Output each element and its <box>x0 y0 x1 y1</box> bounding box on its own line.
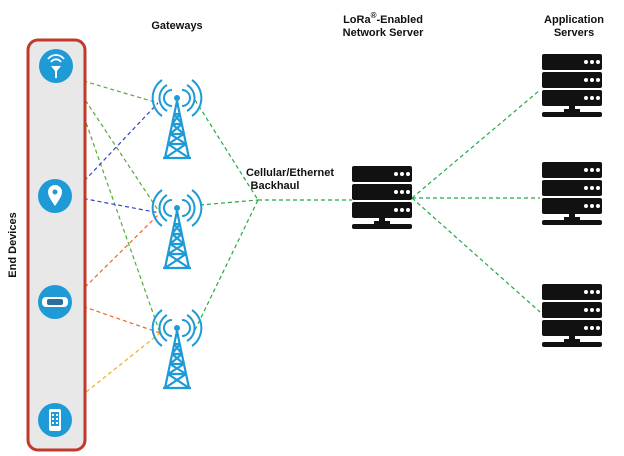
server-rack-icon <box>542 54 602 117</box>
sensor-icon <box>39 49 73 83</box>
link-gateway-2-backhaul <box>199 199 259 206</box>
server-rack-icon <box>352 166 412 229</box>
link-phone-gateway-3 <box>69 332 161 406</box>
app-servers-heading-line2: Servers <box>554 27 594 39</box>
network-server-heading-line1: LoRa®-Enabled <box>343 11 423 26</box>
link-sensor-gateway-2 <box>69 76 161 214</box>
cell-tower-icon <box>151 188 203 270</box>
end-devices-panel <box>26 38 87 452</box>
server-rack-icon <box>542 162 602 225</box>
cell-tower-icon <box>151 78 203 160</box>
server-rack-icon <box>542 284 602 347</box>
backhaul-label-line2: Backhaul <box>251 180 300 192</box>
mobile-phone-icon <box>38 403 72 437</box>
link-network-server-app-1 <box>411 89 541 199</box>
backhaul-label-line1: Cellular/Ethernet <box>246 167 334 179</box>
link-gateway-3-backhaul <box>194 199 259 331</box>
backhaul-links <box>194 89 541 331</box>
gateways-heading: Gateways <box>151 20 202 32</box>
end-devices-label: End Devices <box>7 212 19 277</box>
cell-tower-icon <box>151 308 203 390</box>
link-gateway-1-backhaul <box>194 99 259 201</box>
app-servers-heading-line1: Application <box>544 14 604 26</box>
location-pin-icon <box>38 179 72 213</box>
tracker-device-icon <box>38 285 72 319</box>
link-network-server-app-3 <box>411 197 541 313</box>
network-server-heading-line2: Network Server <box>343 27 424 39</box>
